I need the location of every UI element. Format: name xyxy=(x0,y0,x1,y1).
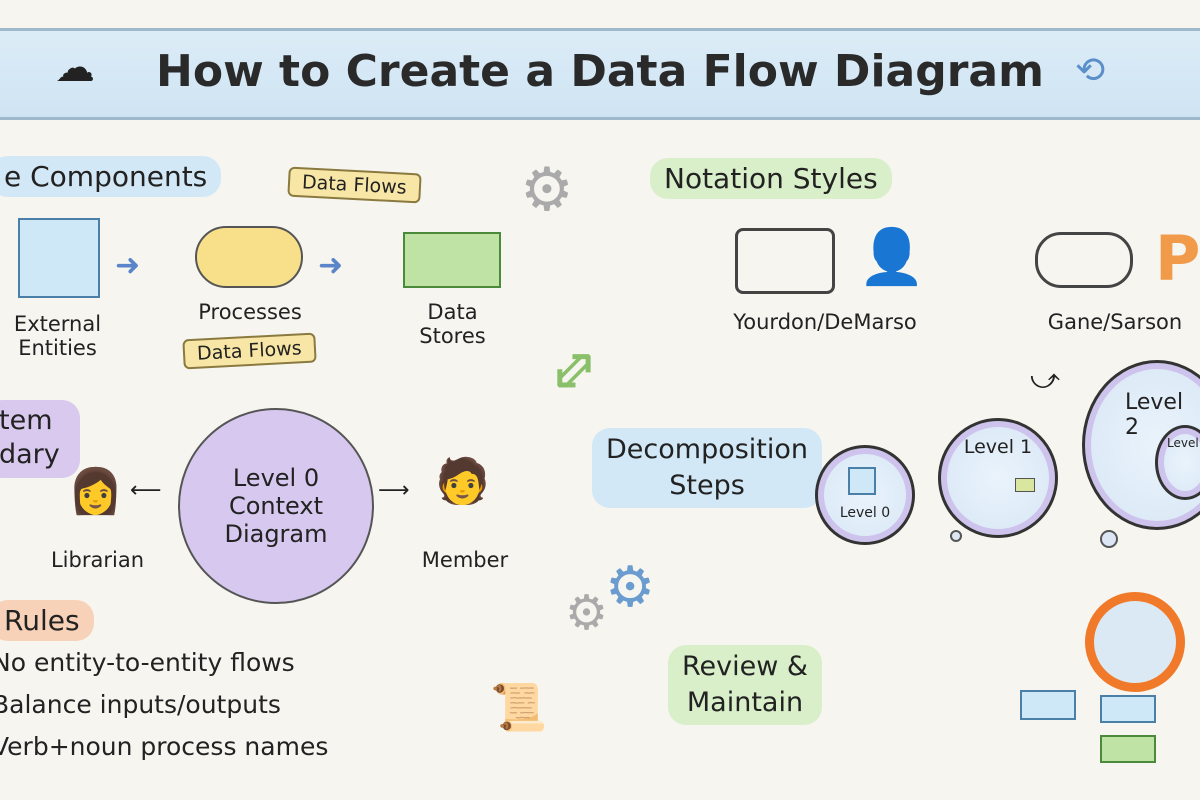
external-entity-shape xyxy=(18,218,100,298)
decomposition-heading: Decomposition Steps xyxy=(592,428,823,508)
level-3-label: Level xyxy=(1167,436,1199,450)
gear-icon: ⚙ xyxy=(565,585,609,641)
rule-item: Balance inputs/outputs xyxy=(0,690,281,719)
thought-bubble-dot xyxy=(950,530,962,542)
arrow-right-icon: ⟶ xyxy=(378,478,410,503)
process-shape xyxy=(195,226,303,288)
entity-icon xyxy=(848,467,876,495)
notation-heading: Notation Styles xyxy=(650,158,892,199)
diagram-box xyxy=(1020,690,1076,720)
data-flows-label-top: Data Flows xyxy=(287,166,422,204)
double-arrow-icon: ⇔ xyxy=(530,327,616,413)
review-heading: Review & Maintain xyxy=(668,645,822,725)
processes-label: Processes xyxy=(198,300,302,324)
external-entities-label: External Entities xyxy=(13,312,102,360)
cloud-database-icon: ☁ xyxy=(55,45,95,91)
scroll-document-icon: 📜 xyxy=(490,680,548,734)
level-0-label: Level 0 xyxy=(839,505,891,521)
magnifier-icon xyxy=(1085,592,1185,692)
yourdon-label: Yourdon/DeMarso xyxy=(733,310,917,334)
components-heading: e Components xyxy=(0,156,222,197)
store-icon xyxy=(1015,478,1035,492)
diagram-box xyxy=(1100,695,1156,723)
thought-bubble-dot xyxy=(1100,530,1118,548)
boundary-heading-line2: dary xyxy=(0,439,60,470)
librarian-avatar-icon: 👩 xyxy=(68,466,123,517)
member-avatar-icon: 🧑 xyxy=(435,456,490,507)
rules-heading: Rules xyxy=(0,600,94,641)
rule-item: Verb+noun process names xyxy=(0,732,329,761)
gane-sarson-process-shape xyxy=(1035,232,1133,288)
arrow-left-icon: ⟵ xyxy=(130,478,162,503)
librarian-label: Librarian xyxy=(50,548,144,572)
data-store-shape xyxy=(403,232,501,288)
level-0-bubble xyxy=(815,445,915,545)
arrow-icon: ➜ xyxy=(318,248,344,283)
level-2-label: Level 2 xyxy=(1125,390,1184,440)
level-3-bubble xyxy=(1155,425,1200,500)
boundary-heading-line1: tem xyxy=(0,405,53,436)
member-label: Member xyxy=(421,548,509,572)
gear-icon: ⚙ xyxy=(605,555,656,620)
level-1-label: Level 1 xyxy=(963,436,1033,458)
diagram-box xyxy=(1100,735,1156,763)
arrow-icon: ➜ xyxy=(115,248,141,283)
title-banner xyxy=(0,28,1200,120)
data-flows-label-bottom: Data Flows xyxy=(182,332,317,370)
level-1-bubble xyxy=(938,418,1058,538)
context-diagram-circle: Level 0 Context Diagram xyxy=(178,408,374,604)
data-stores-label: Data Stores xyxy=(419,300,486,348)
gane-sarson-label: Gane/Sarson xyxy=(1047,310,1183,334)
rule-item: No entity-to-entity flows xyxy=(0,648,295,677)
page-title: How to Create a Data Flow Diagram xyxy=(156,46,1044,97)
person-outline-icon: 👤 xyxy=(858,225,926,288)
notation-letter: P xyxy=(1155,222,1200,295)
yourdon-entity-shape xyxy=(735,228,835,294)
gear-icon: ⚙ xyxy=(520,155,574,225)
cycle-arrows-icon: ⟲ xyxy=(1075,50,1106,91)
curved-arrow-icon: ⤻ xyxy=(1030,362,1060,395)
